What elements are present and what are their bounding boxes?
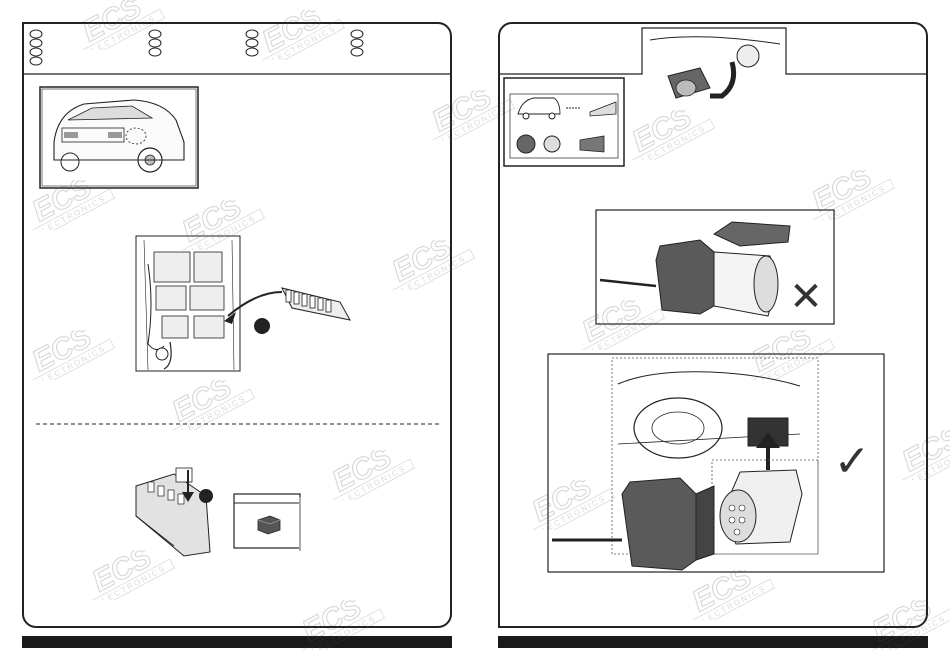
left-instruction-page [22,22,452,628]
incorrect-connection-illustration: ✕ [595,209,835,325]
right-footer-bar [498,636,928,648]
header-marker-group-3 [245,29,259,57]
relay-detail-box [233,493,301,551]
incorrect-mark-icon: ✕ [789,274,823,320]
correct-mark-icon: ✓ [834,436,871,487]
left-page-drawing [24,29,450,557]
step-marker-fusebox [254,318,270,334]
correct-connection-illustration: ✓ [547,353,885,573]
fuse-holder-illustration [135,467,211,557]
header-marker-group-1 [29,29,43,66]
header-tab-outline [500,27,926,75]
fusebox-illustration [135,235,241,372]
towbar-socket-illustration [649,36,781,99]
step-marker-relay [199,489,213,503]
header-marker-group-4 [350,29,364,57]
header-marker-group-2 [148,29,162,57]
right-page-drawing: ✕ ✓ [500,27,926,573]
adapter-overview-illustration [503,77,625,167]
car-rear-illustration [39,86,199,189]
right-instruction-page: ✕ ✓ [498,22,928,628]
connector-block-illustration [224,287,351,324]
left-footer-bar [22,636,452,648]
